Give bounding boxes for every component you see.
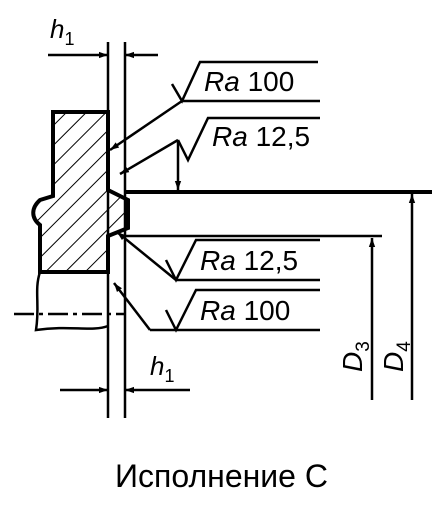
h1-bottom-sub: 1 <box>164 366 174 386</box>
flange-section <box>31 110 130 274</box>
roughness-leader-2b <box>119 138 179 176</box>
roughness-prefix-3: Ra <box>200 245 236 276</box>
roughness-prefix-2: Ra <box>212 121 248 152</box>
roughness-value-3: 12,5 <box>244 245 299 276</box>
roughness-prefix-4: Ra <box>200 295 236 326</box>
roughness-leader-3 <box>116 231 177 281</box>
h1-top-sub: 1 <box>64 29 74 49</box>
roughness-symbol-1 <box>170 60 318 104</box>
roughness-prefix-1: Ra <box>204 66 240 97</box>
h1-top-label: h1 <box>50 14 74 49</box>
roughness-label-1: Ra 100 <box>204 66 294 97</box>
roughness-symbol-4 <box>164 288 320 333</box>
d3-main: D <box>337 352 368 372</box>
roughness-value-4: 100 <box>244 295 291 326</box>
roughness-label-2: Ra 12,5 <box>212 121 310 152</box>
h1-top-main: h <box>50 14 64 44</box>
roughness-leader-1 <box>109 99 183 152</box>
roughness-label-3: Ra 12,5 <box>200 245 298 276</box>
roughness-symbol-3 <box>164 238 320 283</box>
d4-sub: 4 <box>394 341 415 352</box>
roughness-symbol-2 <box>176 116 320 163</box>
roughness-label-4: Ra 100 <box>200 295 290 326</box>
break-line <box>34 271 109 332</box>
roughness-value-1: 100 <box>248 66 295 97</box>
d3-label: D3 <box>337 341 374 372</box>
figure-caption: Исполнение С <box>115 458 328 494</box>
d3-sub: 3 <box>353 341 374 352</box>
h1-bottom-main: h <box>150 351 164 381</box>
roughness-leader-4 <box>113 282 151 331</box>
roughness-value-2: 12,5 <box>256 121 311 152</box>
d4-main: D <box>378 352 409 372</box>
d4-label: D4 <box>378 341 415 372</box>
h1-bottom-label: h1 <box>150 351 174 386</box>
